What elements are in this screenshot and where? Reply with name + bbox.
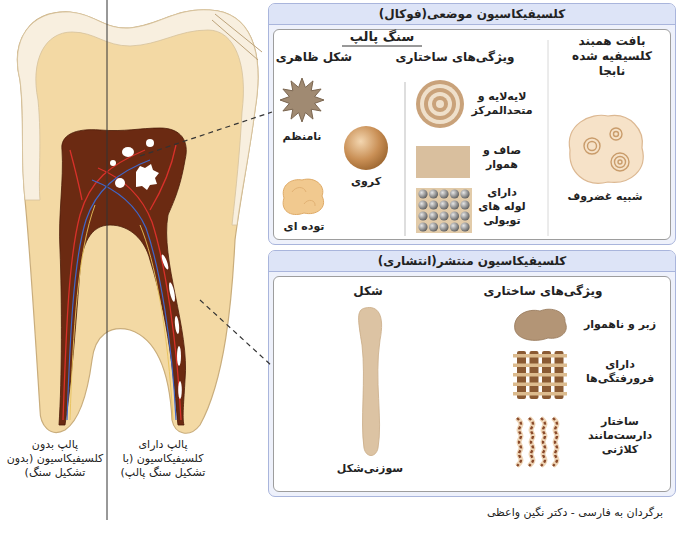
- tubule: [450, 222, 459, 231]
- tubule: [439, 200, 448, 209]
- lacuna-ring: [588, 142, 597, 151]
- tubule: [450, 200, 459, 209]
- pulp-stone: [146, 139, 154, 147]
- diffuse-calcification: [160, 254, 169, 270]
- needle-calcification: [359, 307, 382, 455]
- tubule: [460, 189, 469, 198]
- collagen-fiber: [517, 418, 521, 466]
- irregular-stone: [280, 78, 324, 122]
- lacuna-ring: [611, 153, 629, 171]
- mass-stone: [283, 179, 323, 214]
- diffuse-calcification: [168, 282, 176, 302]
- groove-column: [555, 351, 564, 399]
- grooved-calcification: [513, 351, 567, 399]
- lacuna-ring: [584, 138, 600, 154]
- tubule-group: [418, 189, 469, 231]
- concentric-stone: [428, 92, 452, 116]
- tubule: [450, 211, 459, 220]
- concentric-stone: [432, 96, 448, 112]
- concentric-stone: [416, 80, 464, 128]
- panel-header: کلسیفیکاسیون موضعی(فوکال): [269, 4, 675, 25]
- lacuna-ring: [615, 157, 626, 168]
- divider-line: [107, 0, 108, 520]
- collagen-fiber: [553, 418, 557, 466]
- tubule: [418, 189, 427, 198]
- pulp-stone: [136, 164, 159, 190]
- diffuse-calcification: [178, 381, 182, 399]
- tubule: [439, 189, 448, 198]
- tubule: [439, 211, 448, 220]
- mass-stone-lobe: [292, 188, 315, 207]
- tubule: [460, 200, 469, 209]
- tubule: [460, 222, 469, 231]
- part-label: پالپ بدون کلسیفیکاسیون (بدون تشکیل سنگ): [3, 438, 107, 479]
- collagen-fiber: [529, 418, 533, 466]
- panel-box: کلسیفیکاسیون منتشر(انتشاری): [268, 250, 676, 497]
- groove-bar: [513, 373, 567, 377]
- column-separator: [405, 82, 406, 236]
- tubule: [429, 189, 438, 198]
- smooth-stone: [416, 146, 470, 178]
- collagen-fiber-halo: [517, 418, 521, 466]
- part-label: پالپ دارای کلسیفیکاسیون (با تشکیل سنگ پا…: [109, 438, 217, 479]
- lacuna-ring: [610, 128, 622, 140]
- tubule: [460, 211, 469, 220]
- groove-column: [530, 351, 539, 399]
- tubule: [439, 222, 448, 231]
- panel-inner-box: [273, 29, 671, 240]
- panel-inner-box: [273, 276, 671, 492]
- pulp-stone: [110, 160, 116, 166]
- chondroid-lacunae: [584, 128, 629, 171]
- tooth-enamel: [17, 10, 258, 225]
- pulp-stone: [122, 147, 134, 157]
- collagen-fiber-halo: [553, 418, 557, 466]
- leader-line: [140, 112, 272, 156]
- collagen-fiber: [541, 418, 545, 466]
- groove-bar: [513, 392, 567, 396]
- lacuna-ring: [614, 132, 619, 137]
- groove-column: [517, 351, 526, 399]
- panel-header: کلسیفیکاسیون منتشر(انتشاری): [269, 251, 675, 272]
- leader-line: [200, 300, 272, 366]
- diffuse-calcification: [177, 346, 181, 366]
- spherical-stone: [344, 126, 388, 170]
- tubule: [418, 222, 427, 231]
- concentric-stone: [436, 100, 444, 108]
- tubule: [418, 211, 427, 220]
- groove-column: [542, 351, 551, 399]
- tubule: [429, 222, 438, 231]
- pulp: [59, 128, 186, 425]
- tubule: [429, 211, 438, 220]
- tooth-dentin: [17, 10, 258, 433]
- enamel-crack: [212, 14, 262, 60]
- pulp-stone: [115, 178, 125, 188]
- lacuna-ring: [618, 160, 622, 164]
- column-separator: [548, 40, 549, 236]
- groove-bar: [513, 383, 567, 387]
- collagen-fiber-halo: [541, 418, 545, 466]
- pulp-stone-underline: [342, 46, 422, 47]
- rough-calcification: [515, 309, 567, 340]
- groove-bar: [513, 354, 567, 358]
- tubule: [429, 200, 438, 209]
- blood-vessel: [63, 145, 181, 420]
- concentric-stone: [420, 84, 460, 124]
- tubular-stone: [416, 188, 472, 233]
- collagen-scaffold: [517, 418, 557, 466]
- chondroid-tissue: [569, 115, 643, 183]
- vein: [67, 160, 176, 420]
- panel-box: کلسیفیکاسیون موضعی(فوکال): [268, 3, 676, 245]
- concentric-stone: [424, 88, 456, 120]
- tubule: [450, 189, 459, 198]
- collagen-fiber-halo: [529, 418, 533, 466]
- caption: برگردان به فارسی - دکتر نگین واعظی: [470, 506, 678, 520]
- nerve: [70, 205, 173, 420]
- groove-bar: [513, 364, 567, 368]
- diffuse-calcification: [174, 316, 180, 334]
- tubule: [418, 200, 427, 209]
